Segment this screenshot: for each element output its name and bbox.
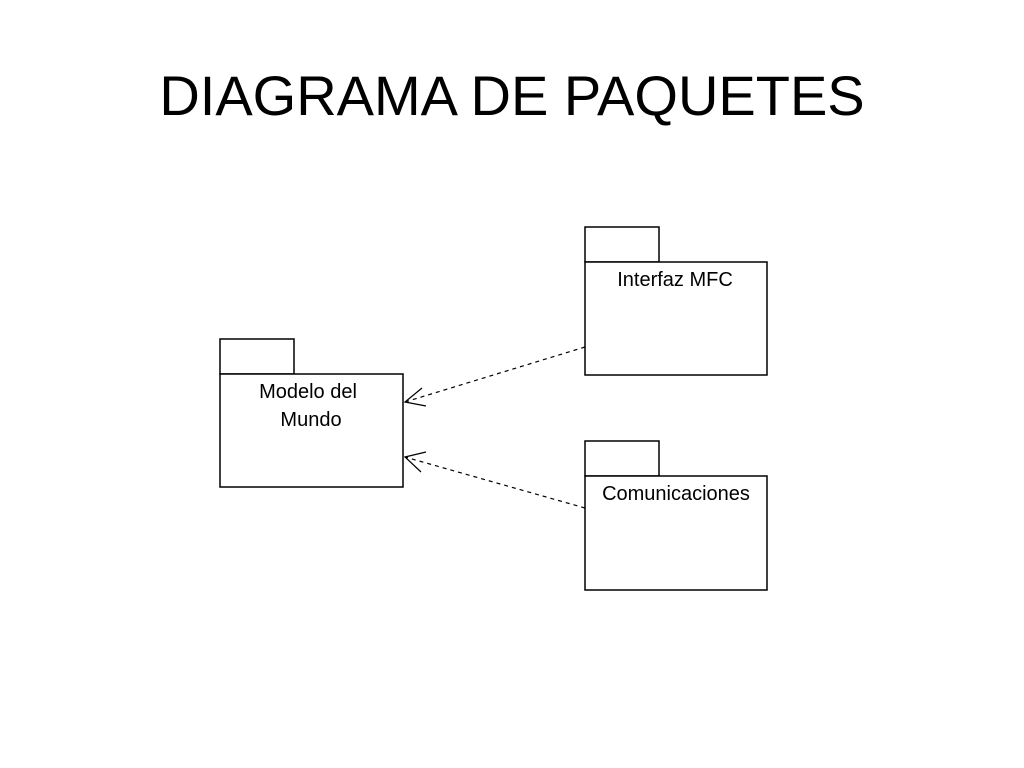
dependency-arrowhead xyxy=(403,387,427,407)
package-body xyxy=(584,475,768,591)
package-label-line-2: Mundo xyxy=(280,409,341,431)
package-body xyxy=(584,261,768,376)
package-comunicaciones[interactable]: Comunicaciones xyxy=(584,440,768,591)
package-body xyxy=(219,373,404,488)
package-interfaz-mfc[interactable]: Interfaz MFC xyxy=(584,226,768,376)
package-modelo-del-mundo[interactable]: Modelo del Mundo xyxy=(219,338,404,488)
slide-title: DIAGRAMA DE PAQUETES xyxy=(159,64,865,127)
package-tab xyxy=(584,226,660,263)
package-label-line-1: Modelo del xyxy=(259,381,357,403)
dependency-comunicaciones-to-modelo xyxy=(403,451,586,509)
package-tab xyxy=(219,338,295,375)
package-tab xyxy=(584,440,660,477)
dependency-interfaz-to-modelo xyxy=(403,346,586,407)
package-label-line-1: Interfaz MFC xyxy=(617,269,733,291)
dependency-arrowhead xyxy=(403,451,427,473)
dependency-line xyxy=(404,346,586,403)
dependency-line xyxy=(404,456,586,509)
package-label-line-1: Comunicaciones xyxy=(602,483,750,505)
